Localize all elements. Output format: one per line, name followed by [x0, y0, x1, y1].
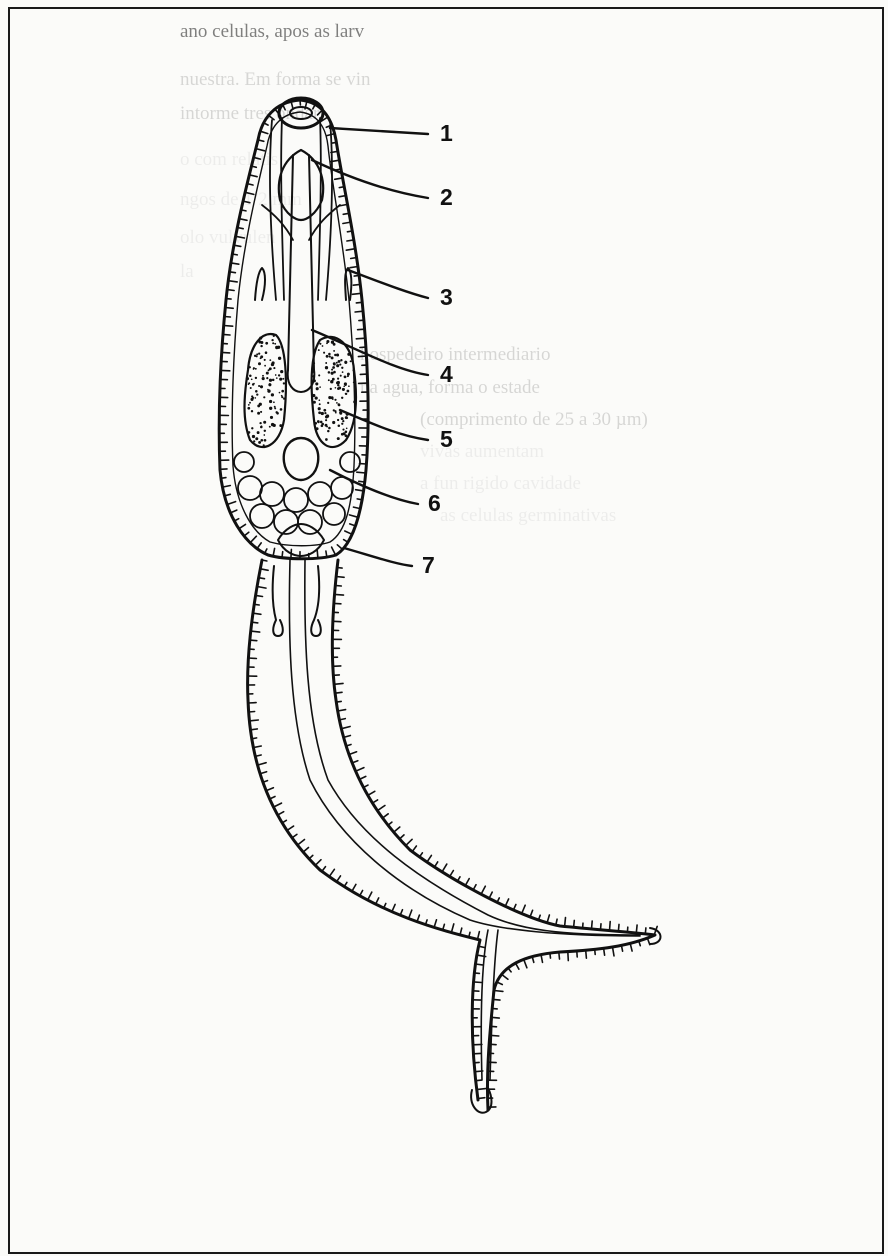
- page-border: [8, 7, 884, 1254]
